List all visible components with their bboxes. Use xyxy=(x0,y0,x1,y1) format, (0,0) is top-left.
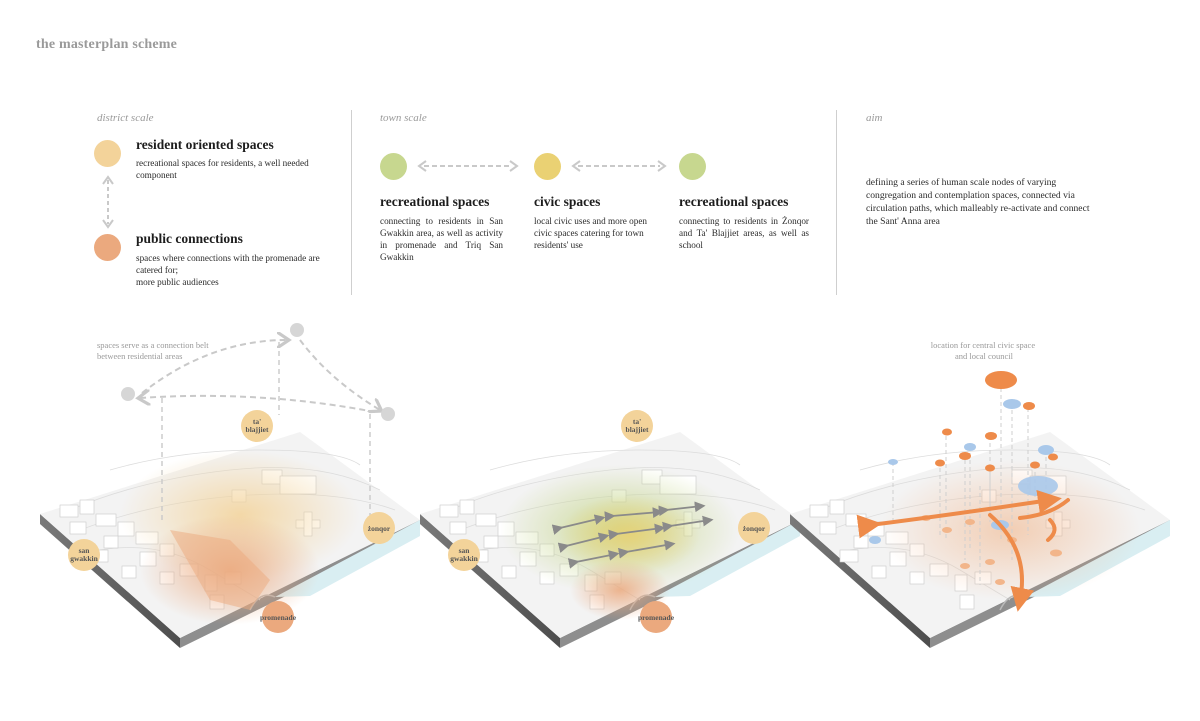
zonqor-label: żonqor xyxy=(368,524,391,533)
civic-space-node-icon xyxy=(985,371,1017,389)
connection-belt-note: spaces serve as a connection belt betwee… xyxy=(97,340,211,361)
public-connections-title: public connections xyxy=(136,231,243,246)
page-title: the masterplan scheme xyxy=(36,37,178,52)
orange-node-icon xyxy=(935,459,945,467)
civic-space-note: location for central civic space and loc… xyxy=(931,340,1037,361)
blue-node-icon xyxy=(1038,445,1054,455)
town-recreational-desc-1: connecting to residents in San Gwakkin a… xyxy=(380,216,503,262)
san-gwakkin-node-icon xyxy=(448,539,480,571)
district-scale-label: district scale xyxy=(97,112,154,124)
promenade-label: promenade xyxy=(638,613,675,622)
aim-label: aim xyxy=(866,112,883,124)
blue-node-icon xyxy=(1003,399,1021,409)
ta-blajjiet-node-icon xyxy=(621,410,653,442)
blue-node-icon xyxy=(1018,476,1058,496)
public-connections-node-icon xyxy=(94,234,121,261)
site-diagrams: spaces serve as a connection belt betwee… xyxy=(39,323,1171,649)
horizontal-double-arrow-icon xyxy=(571,160,667,172)
promenade-label: promenade xyxy=(260,613,297,622)
orange-node-icon xyxy=(1030,461,1040,469)
recreational-node-icon xyxy=(679,153,706,180)
public-connections-desc-line-1: spaces where connections with the promen… xyxy=(136,253,320,275)
orange-node-icon xyxy=(942,428,952,436)
public-connections-desc-line-2: more public audiences xyxy=(136,277,219,287)
town-recreational-desc-2: connecting to residents in Żonqor and Ta… xyxy=(679,216,809,250)
town-recreational-title-2: recreational spaces xyxy=(679,194,789,209)
diagram-aim: location for central civic space and loc… xyxy=(789,340,1171,649)
orange-node-icon xyxy=(985,464,995,472)
public-connections-desc: spaces where connections with the promen… xyxy=(136,252,336,288)
zonqor-label: żonqor xyxy=(743,524,766,533)
orange-node-icon xyxy=(1023,402,1035,410)
orange-node-icon xyxy=(959,452,971,460)
resident-oriented-title: resident oriented spaces xyxy=(136,137,274,152)
orange-node-icon xyxy=(1048,453,1058,461)
civic-node-icon xyxy=(534,153,561,180)
san-gwakkin-node-icon xyxy=(68,539,100,571)
promenade-node-icon xyxy=(640,601,672,633)
ta-blajjiet-label: ta'blajjiet xyxy=(246,417,269,434)
connection-node-icon xyxy=(290,323,304,337)
town-civic-title: civic spaces xyxy=(534,194,601,209)
connection-node-icon xyxy=(381,407,395,421)
town-scale-label: town scale xyxy=(380,112,427,124)
recreational-node-icon xyxy=(380,153,407,180)
blue-node-icon xyxy=(869,536,881,544)
promenade-node-icon xyxy=(262,601,294,633)
town-recreational-title-1: recreational spaces xyxy=(380,194,490,209)
zonqor-node-icon xyxy=(738,512,770,544)
ta-blajjiet-label: ta'blajjiet xyxy=(626,417,649,434)
diagram-district-scale: spaces serve as a connection belt betwee… xyxy=(39,323,421,649)
vertical-double-arrow-icon xyxy=(102,175,114,229)
connection-node-icon xyxy=(121,387,135,401)
aim-text: defining a series of human scale nodes o… xyxy=(866,177,1090,227)
blue-node-icon xyxy=(888,459,898,465)
divider xyxy=(836,110,837,295)
zonqor-node-icon xyxy=(363,512,395,544)
divider xyxy=(351,110,352,295)
resident-oriented-desc: recreational spaces for residents, a wel… xyxy=(136,158,309,180)
resident-oriented-node-icon xyxy=(94,140,121,167)
ta-blajjiet-node-icon xyxy=(241,410,273,442)
orange-node-icon xyxy=(985,432,997,440)
town-civic-desc: local civic uses and more open civic spa… xyxy=(534,216,648,250)
horizontal-double-arrow-icon xyxy=(417,160,519,172)
blue-node-icon xyxy=(964,443,976,451)
